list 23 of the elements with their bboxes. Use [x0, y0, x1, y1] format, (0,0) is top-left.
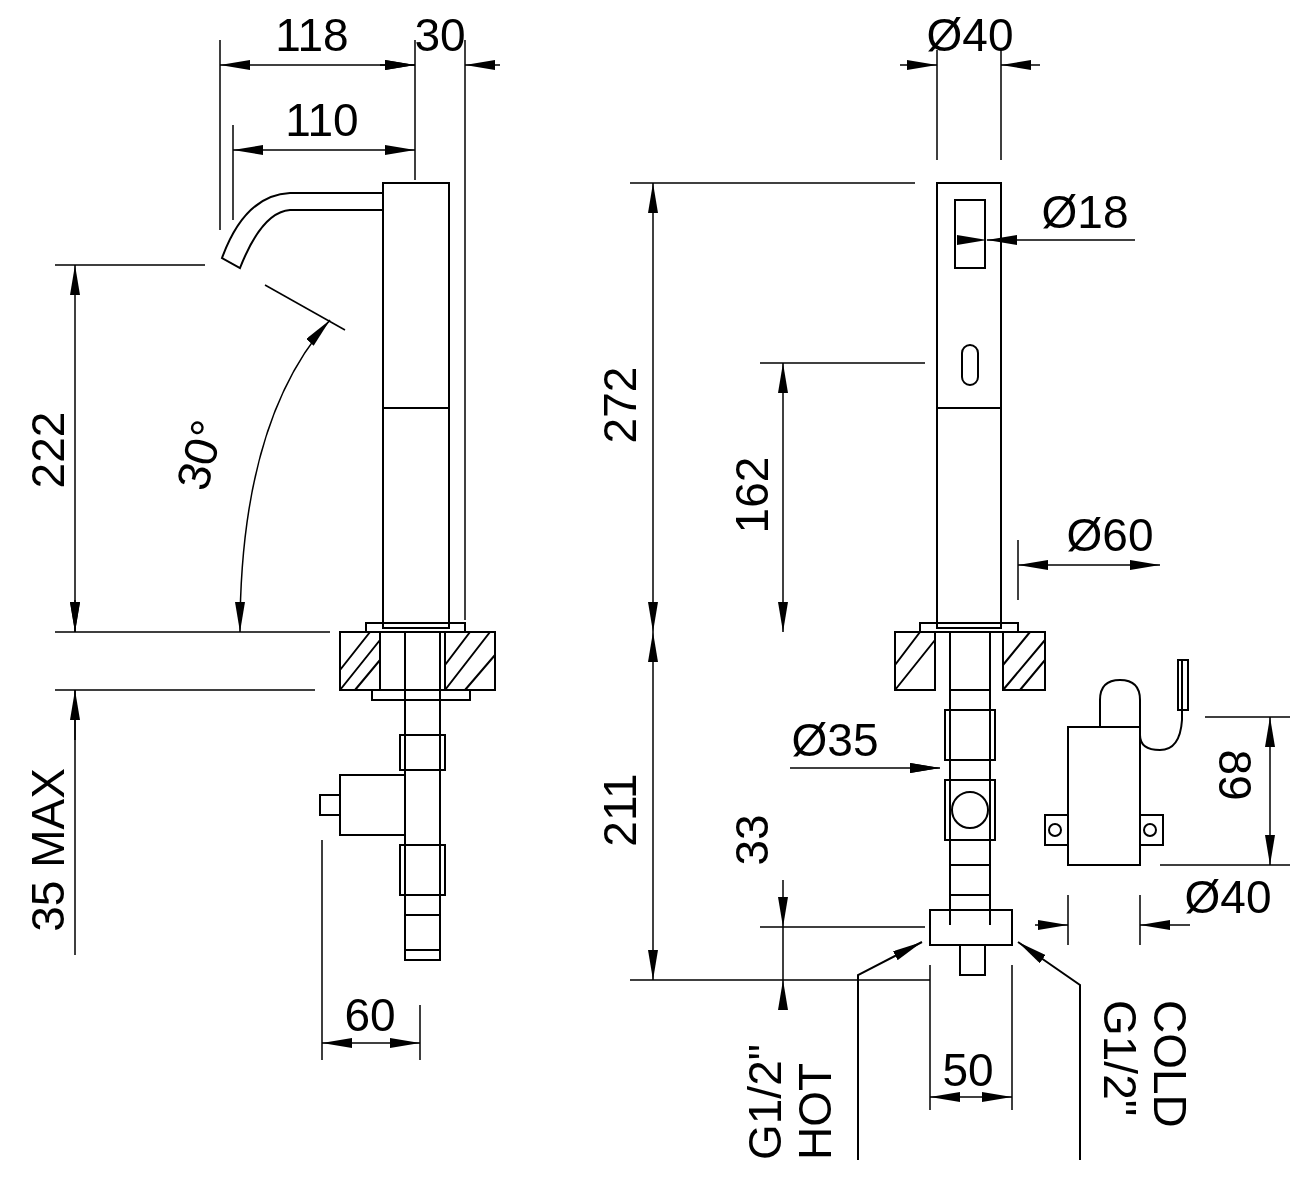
- dimension-label: 30°: [168, 415, 232, 495]
- dimension-label: 30: [414, 12, 466, 58]
- faucet-front-drawing: [919, 182, 1019, 976]
- dimension-label: 162: [729, 456, 775, 534]
- dimension-label: Ø18: [1041, 189, 1129, 235]
- dimension-label: Ø60: [1066, 512, 1154, 558]
- dimension-label: 60: [344, 992, 396, 1038]
- dimension-label: 50: [942, 1047, 994, 1093]
- dimension-label: 222: [25, 411, 71, 489]
- dimension-label: 35 MAX: [25, 768, 71, 932]
- dimension-label: 33: [729, 814, 775, 866]
- dimension-label: Ø40: [926, 12, 1014, 58]
- dimension-label: Ø35: [791, 717, 879, 763]
- leader-line: [857, 941, 923, 1161]
- connection-label: G1/2" HOT: [740, 1010, 840, 1160]
- dimension-label: 272: [597, 366, 643, 444]
- dimension-label: 89: [1212, 749, 1258, 801]
- dimension-label: 211: [597, 773, 643, 847]
- connection-label: COLD G1/2": [1095, 1000, 1195, 1150]
- dimension-label: Ø40: [1184, 874, 1272, 920]
- leader-line: [1017, 941, 1081, 1161]
- dimension-label: 110: [285, 97, 359, 143]
- dimension-label: 118: [275, 12, 349, 58]
